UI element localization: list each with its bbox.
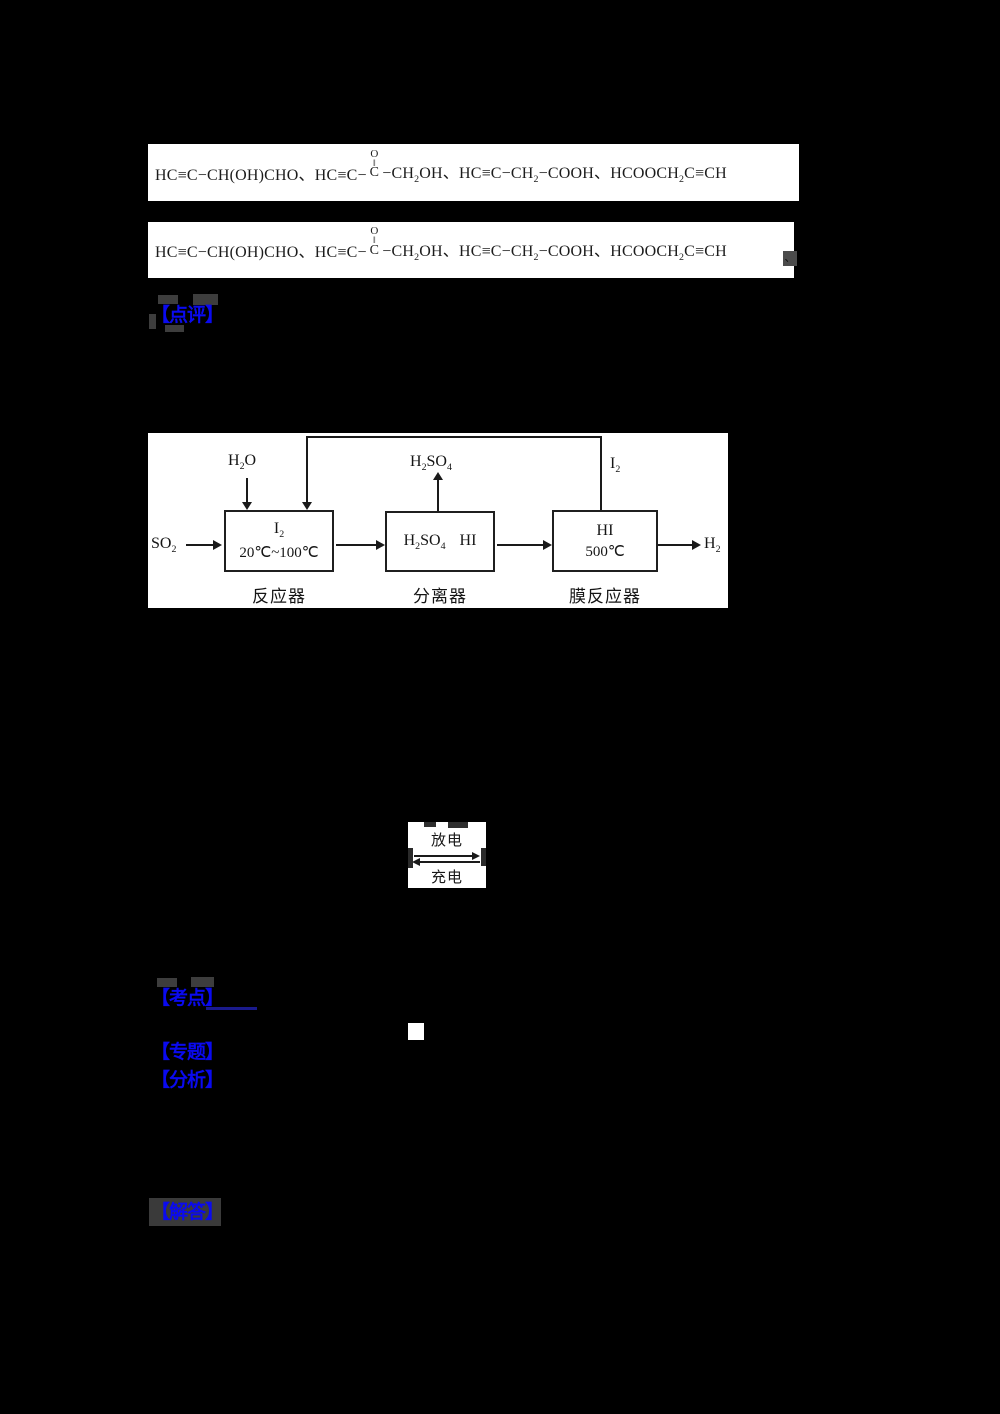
artifact-fragment [149,314,156,329]
section-label-backdrop [149,1198,221,1226]
section-label-dianping: 【点评】 [151,305,224,326]
arrowhead-reverse-left [412,858,420,866]
membrane-temp-label: 500℃ [585,543,625,560]
membrane-caption: 膜反应器 [569,587,641,606]
separator-content: H2SO4 HI [404,529,477,555]
reactor-caption: 反应器 [252,587,306,606]
h2o-feed-label: H2O [228,452,257,473]
carbonyl-oxygen: O [370,225,379,238]
artifact-fragment [165,325,184,332]
artifact-fragment [408,848,413,868]
formula-strip-2: HC≡C−CH(OH)CHO、HC≡C−O‖C−CH2OH、HC≡C−CH2−C… [148,222,794,278]
recycle-loop-right-line [600,436,602,510]
carbonyl-group-stack-1: O‖C [369,147,380,181]
discharge-label: 放电 [430,833,463,849]
artifact-fragment [424,822,436,827]
reactor-to-separator-line [336,544,376,546]
reactor-temp-label: 20℃~100℃ [239,544,319,561]
artifact-fragment [191,977,214,987]
carbonyl-group-stack-2: O‖C [370,226,380,257]
charge-label: 充电 [430,870,463,886]
arrowhead-h2so4-up [433,472,443,480]
separator-to-membrane-line [497,544,543,546]
artifact-fragment [448,822,468,828]
section-label-kaodian: 【考点】 [151,988,224,1009]
formula1-post: −CH2OH、HC≡C−CH2−COOH、HCOOCH2C≡CH [382,165,727,186]
separator-caption: 分离器 [413,587,467,606]
arrowhead-forward-right [472,852,480,860]
membrane-reactor-box: HI 500℃ [552,510,658,572]
carbonyl-carbon: C [369,165,380,181]
arrowhead-h2-right [692,540,701,550]
section-label-zhuanti: 【专题】 [151,1042,224,1063]
artifact-fragment [158,295,178,304]
flow-diagram-panel: I2 H2O SO2 I2 20℃~100℃ H2SO4 HI H2SO4 HI… [148,433,728,608]
recycle-loop-top-line [306,436,602,438]
separator-hi-label: HI [459,531,477,549]
arrowhead-to-separator [376,540,385,550]
section-label-fenxi: 【分析】 [151,1070,224,1091]
formula-strip-1: HC≡C−CH(OH)CHO、HC≡C−O‖C−CH2OH、HC≡C−CH2−C… [148,144,799,201]
membrane-hi-label: HI [596,521,614,539]
artifact-fragment [481,848,486,866]
so2-input-label: SO2 [151,535,177,556]
arrowhead-down-into-reactor [302,502,312,510]
arrowhead-so2-right [213,540,222,550]
formula2-post: −CH2OH、HC≡C−CH2−COOH、HCOOCH2C≡CH [382,242,727,264]
double-bond-symbol: ‖ [373,157,376,168]
formula2-pre: HC≡C−CH(OH)CHO、HC≡C− [155,244,367,261]
artifact-fragment [157,978,177,987]
blank-placeholder-square [408,1023,424,1040]
arrowhead-to-membrane [543,540,552,550]
reactor-box: I2 20℃~100℃ [224,510,334,572]
h2so4-out-line [437,480,439,511]
section-label-jieda: 【解答】 [151,1202,224,1223]
formula1-pre: HC≡C−CH(OH)CHO、HC≡C− [155,166,367,184]
recycle-loop-left-line [306,436,308,502]
separator-box: H2SO4 HI [385,511,495,572]
reactor-i2-label: I2 [273,520,285,541]
separator-h2so4-label: H2SO4 [403,531,446,552]
h2o-feed-line [246,478,248,502]
recycle-i2-label: I2 [610,455,621,476]
so2-input-line [186,544,213,546]
reverse-arrow-line [420,861,480,863]
carbonyl-carbon: C [369,242,380,258]
arrowhead-h2o-down [242,502,252,510]
carbonyl-oxygen: O [370,147,379,160]
h2-out-label: H2 [704,535,721,556]
double-bond-symbol: ‖ [373,235,376,246]
formula2-trailing-comma: 、 [783,251,797,266]
h2so4-out-label: H2SO4 [410,453,452,474]
artifact-fragment [193,294,218,305]
forward-arrow-line [414,855,474,857]
h2-out-line [658,544,692,546]
charge-discharge-box: 放电 充电 [408,822,486,888]
kaodian-link-underline[interactable] [206,1007,257,1010]
